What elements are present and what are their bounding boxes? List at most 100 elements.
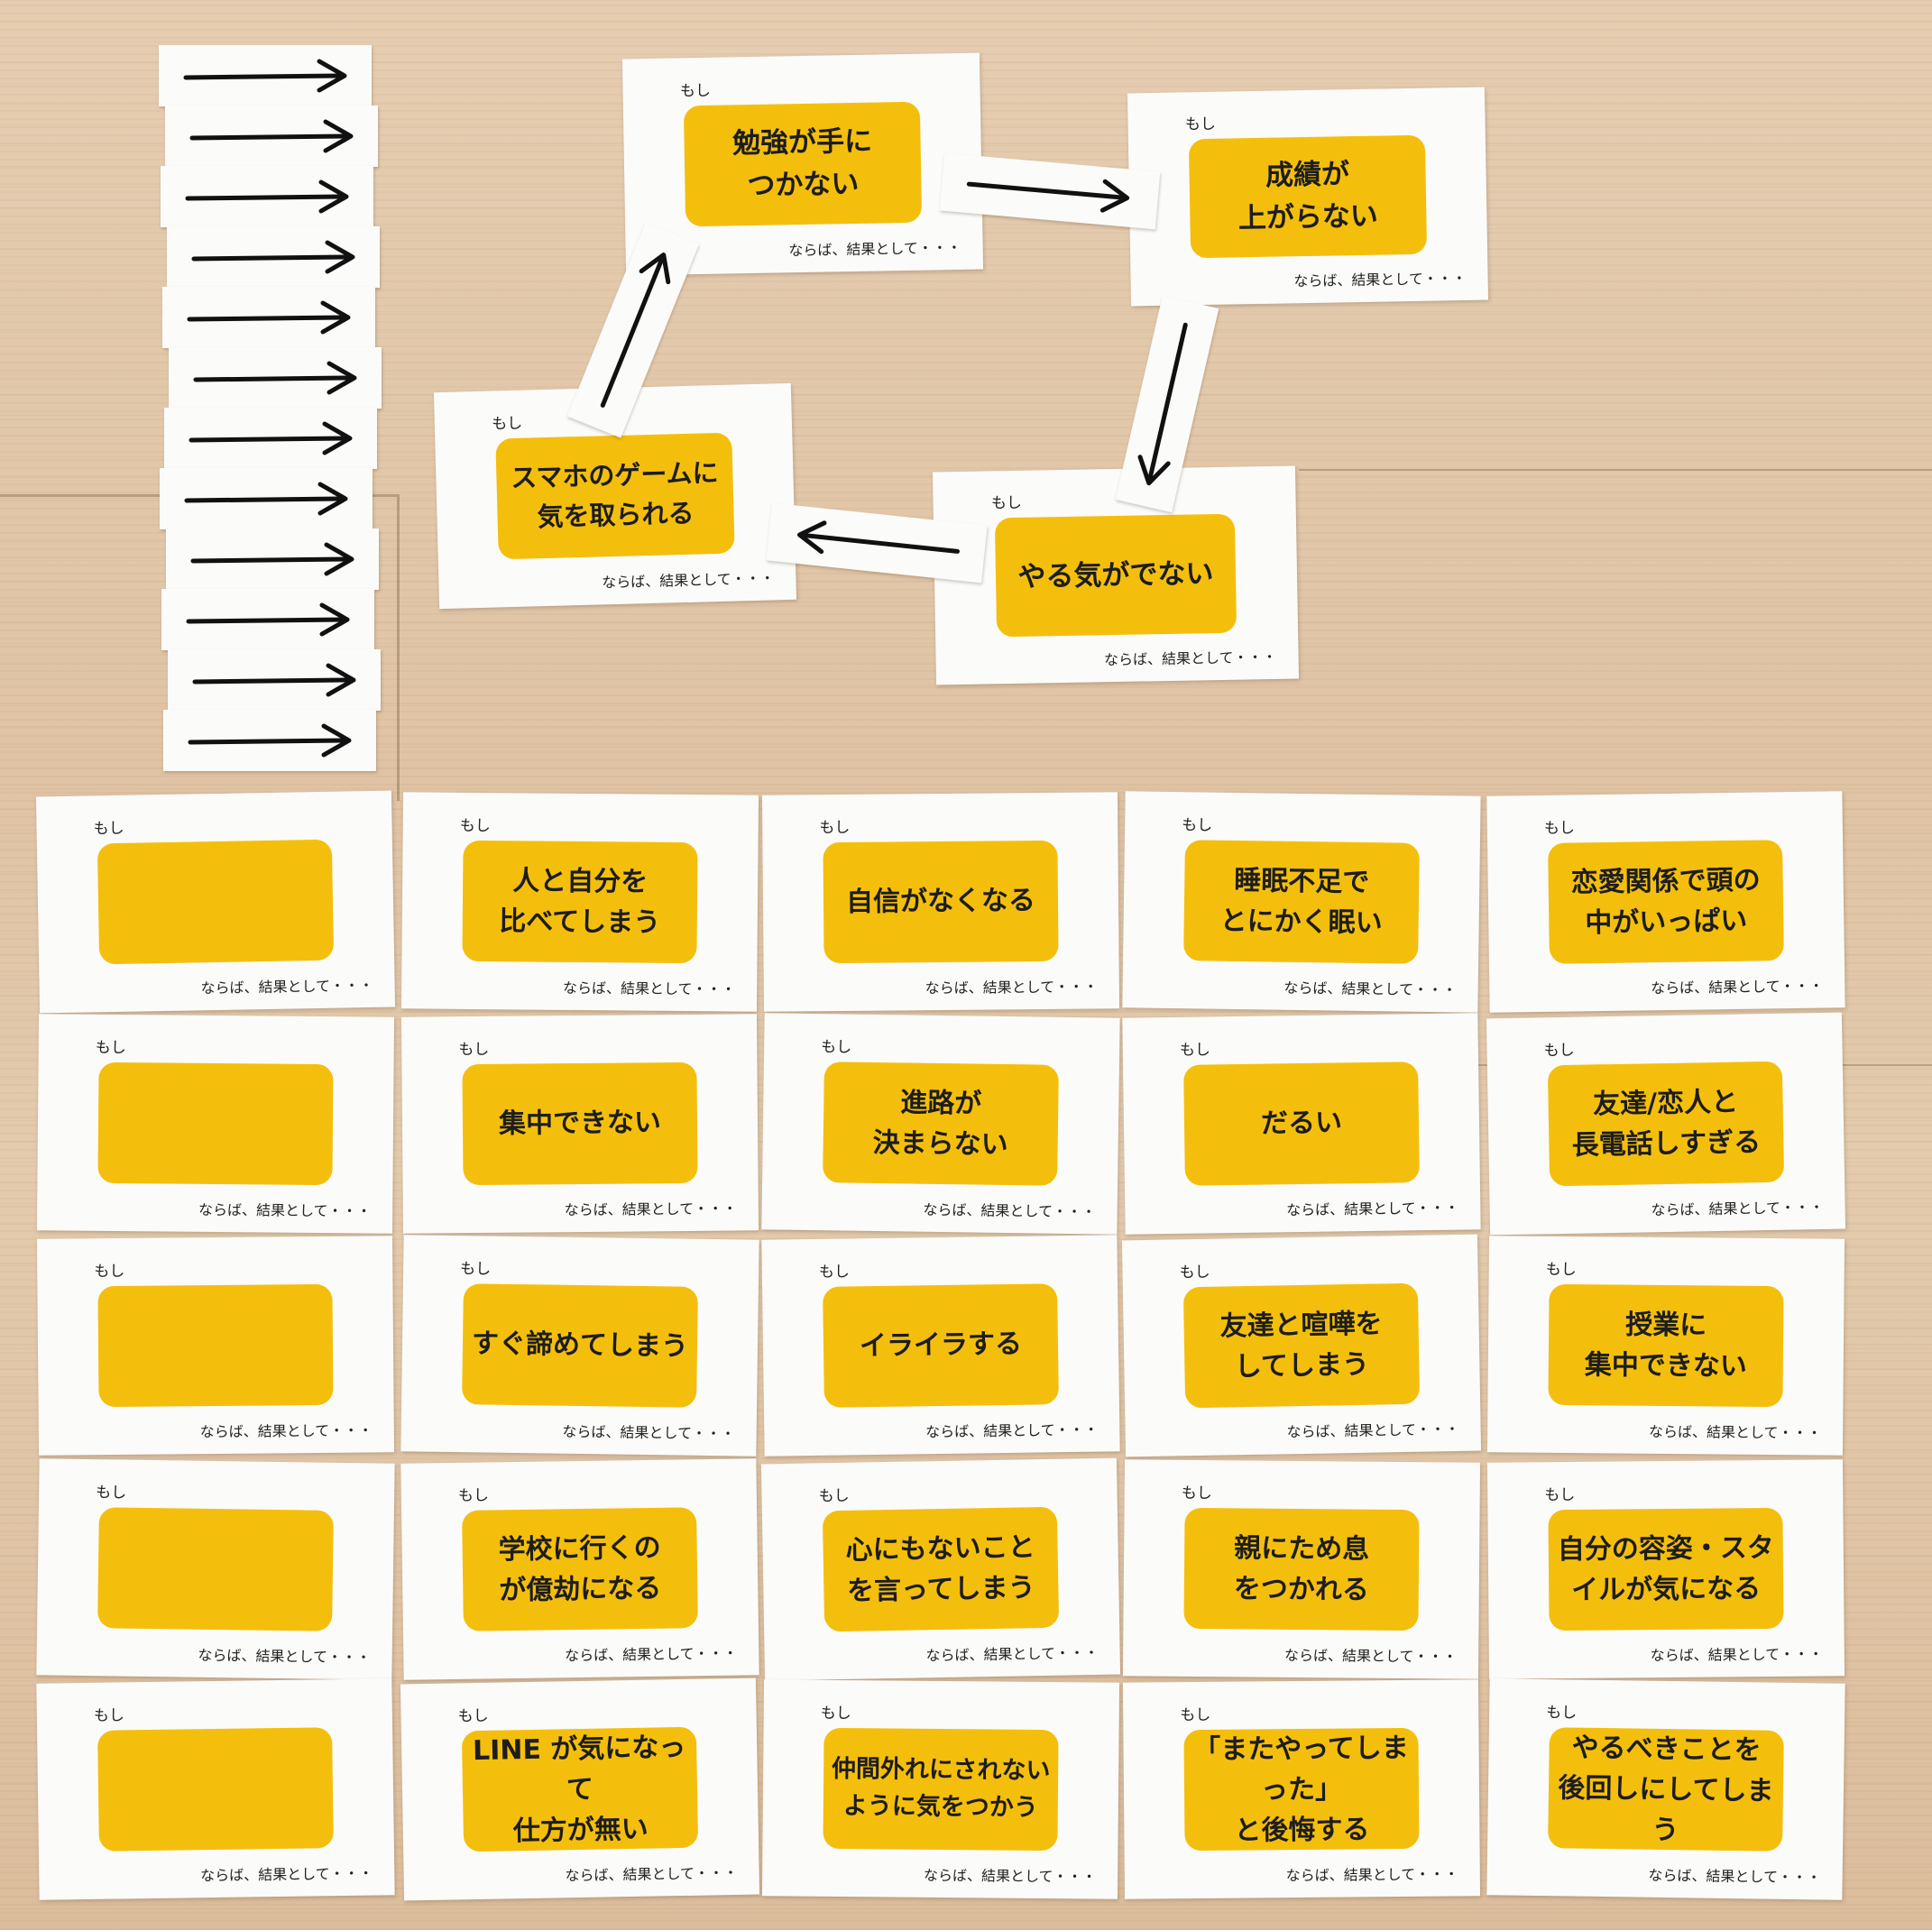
grid-card[interactable]: もし自分の容姿・スタ イルが気になるならば、結果として・・・ (1486, 1459, 1845, 1679)
arrow-right-icon (193, 361, 357, 395)
card-text (97, 1062, 334, 1186)
card-suffix: ならば、結果として・・・ (923, 1866, 1097, 1886)
card-suffix: ならば、結果として・・・ (200, 976, 374, 997)
arrow-up-icon (600, 253, 671, 408)
card-suffix: ならば、結果として・・・ (601, 569, 775, 592)
arrow-card[interactable] (161, 589, 374, 650)
card-suffix: ならば、結果として・・・ (925, 978, 1099, 997)
grid-card[interactable]: もし睡眠不足で とにかく眠いならば、結果として・・・ (1122, 791, 1481, 1013)
card-prefix: もし (1546, 1703, 1578, 1723)
card-suffix: ならば、結果として・・・ (564, 1199, 738, 1218)
grid-card[interactable]: もしならば、結果として・・・ (36, 1458, 395, 1680)
card-prefix: もし (818, 1486, 850, 1505)
card-suffix: ならば、結果として・・・ (1651, 977, 1824, 997)
loop-arrow-down[interactable] (1115, 295, 1219, 513)
grid-card[interactable]: もし集中できないならば、結果として・・・ (400, 1014, 759, 1234)
loop-arrow-up[interactable] (566, 222, 700, 438)
card-prefix: もし (820, 1704, 851, 1723)
grid-card[interactable]: もし恋愛関係で頭の 中がいっぱいならば、結果として・・・ (1486, 791, 1845, 1013)
card-text: 心にもないこと を言ってしまう (822, 1506, 1060, 1632)
arrow-card[interactable] (169, 347, 382, 409)
card-text: 進路が 決まらない (823, 1061, 1059, 1186)
card-prefix: もし (491, 414, 523, 434)
card-prefix: もし (457, 1706, 489, 1725)
grid-card[interactable]: もしすぐ諦めてしまうならば、結果として・・・ (400, 1235, 759, 1457)
card-prefix: もし (679, 81, 712, 100)
arrow-right-icon (966, 179, 1130, 213)
arrow-card[interactable] (160, 468, 373, 529)
card-suffix: ならば、結果として・・・ (562, 1422, 736, 1443)
card-text: やる気がでない (995, 513, 1237, 638)
grid-card[interactable]: もしだるいならば、結果として・・・ (1122, 1013, 1481, 1235)
grid-card[interactable]: もしならば、結果として・・・ (35, 790, 396, 1014)
grid-card[interactable]: もし親にため息 をつかれるならば、結果として・・・ (1122, 1459, 1481, 1679)
card-text: イライラする (823, 1282, 1059, 1408)
grid-card[interactable]: もし心にもないこと を言ってしまうならば、結果として・・・ (760, 1457, 1121, 1681)
card-text (97, 1506, 334, 1631)
grid-card[interactable]: もし友達と喧嘩を してしまうならば、結果として・・・ (1121, 1234, 1482, 1457)
arrow-card[interactable] (159, 45, 372, 106)
arrow-right-icon (187, 300, 351, 335)
arrow-card[interactable] (166, 528, 379, 590)
arrow-card[interactable] (164, 408, 377, 469)
card-prefix: もし (460, 1259, 492, 1279)
card-text: 学校に行くの が億劫になる (462, 1506, 698, 1631)
card-text: スマホのゲームに 気を取られる (495, 432, 735, 560)
grid-card[interactable]: もしイライラするならば、結果として・・・ (761, 1235, 1120, 1457)
arrow-right-icon (188, 723, 352, 758)
grid-card[interactable]: もし仲間外れにされない ように気をつかうならば、結果として・・・ (761, 1679, 1120, 1899)
card-suffix: ならば、結果として・・・ (565, 1644, 738, 1664)
card-text (97, 839, 335, 965)
card-suffix: ならば、結果として・・・ (198, 1200, 372, 1220)
grid-card[interactable]: もしならば、結果として・・・ (36, 1236, 395, 1456)
arrow-right-icon (191, 240, 355, 274)
arrow-card[interactable] (162, 287, 375, 348)
card-text: 成績が 上がらない (1189, 134, 1427, 259)
grid-card[interactable]: もしならば、結果として・・・ (36, 1014, 395, 1234)
grid-card[interactable]: もし友達/恋人と 長電話しすぎるならば、結果として・・・ (1486, 1012, 1846, 1236)
card-suffix: ならば、結果として・・・ (198, 1646, 372, 1667)
arrow-right-icon (184, 482, 348, 516)
grid-card[interactable]: もし進路が 決まらないならば、結果として・・・ (761, 1013, 1120, 1235)
card-prefix: もし (821, 1037, 852, 1057)
arrow-right-icon (190, 542, 354, 576)
card-suffix: ならば、結果として・・・ (1650, 1645, 1824, 1664)
card-suffix: ならば、結果として・・・ (1286, 1199, 1459, 1218)
card-text: 睡眠不足で とにかく眠い (1183, 839, 1420, 964)
arrow-right-icon (186, 602, 350, 637)
card-suffix: ならば、結果として・・・ (1103, 648, 1277, 669)
arrow-right-icon (185, 179, 349, 214)
card-suffix: ならば、結果として・・・ (788, 238, 962, 259)
grid-card[interactable]: もし人と自分を 比べてしまうならば、結果として・・・ (400, 792, 759, 1012)
arrow-card[interactable] (168, 649, 381, 711)
card-prefix: もし (1543, 1041, 1575, 1060)
card-prefix: もし (96, 1483, 127, 1503)
loop-arrow-left[interactable] (766, 502, 988, 584)
grid-card[interactable]: もし授業に 集中できないならば、結果として・・・ (1486, 1236, 1845, 1456)
grid-card[interactable]: もし自信がなくなるならば、結果として・・・ (761, 792, 1120, 1012)
card-suffix: ならば、結果として・・・ (565, 1863, 739, 1884)
grid-card[interactable]: もし学校に行くの が億劫になるならば、結果として・・・ (400, 1458, 759, 1680)
loop-arrow-right[interactable] (939, 152, 1161, 230)
card-text: 仲間外れにされない ように気をつかう (823, 1727, 1059, 1852)
card-prefix: もし (990, 494, 1023, 513)
grid-card[interactable]: もしならば、結果として・・・ (36, 1678, 395, 1900)
arrow-card[interactable] (161, 166, 373, 227)
card-prefix: もし (1179, 1263, 1210, 1282)
arrow-card[interactable] (165, 106, 378, 167)
arrow-right-icon (183, 59, 347, 93)
arrow-card[interactable] (167, 226, 380, 288)
card-suffix: ならば、結果として・・・ (200, 1864, 373, 1884)
floor-seam-right (1299, 469, 1932, 471)
arrow-card[interactable] (163, 710, 376, 771)
card-suffix: ならば、結果として・・・ (562, 979, 736, 998)
loop-card-grades[interactable]: もし 成績が 上がらない ならば、結果として・・・ (1127, 87, 1489, 307)
card-suffix: ならば、結果として・・・ (1293, 269, 1467, 290)
card-prefix: もし (819, 818, 851, 837)
grid-card[interactable]: もしやるべきことを 後回しにしてしまうならば、結果として・・・ (1486, 1678, 1845, 1900)
card-text: 人と自分を 比べてしまう (462, 840, 698, 964)
grid-card[interactable]: もし「またやってしまった」 と後悔するならば、結果として・・・ (1122, 1679, 1481, 1899)
card-suffix: ならば、結果として・・・ (1651, 1198, 1825, 1218)
card-suffix: ならば、結果として・・・ (925, 1643, 1099, 1664)
